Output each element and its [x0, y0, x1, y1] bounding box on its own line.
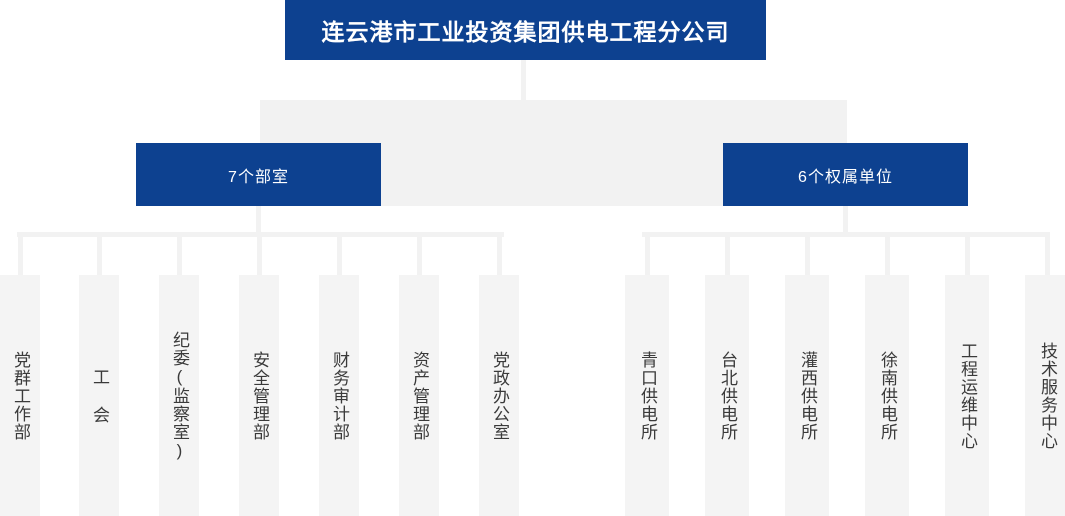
- connector-drop-department-4: [256, 232, 262, 277]
- root-node-label: 连云港市工业投资集团供电工程分公司: [321, 19, 730, 45]
- leaf-node-affiliated-unit-5[interactable]: 工程运维中心: [945, 275, 989, 516]
- departments-connector-stem: [256, 206, 261, 234]
- leaf-node-label: 青口供电所: [638, 350, 658, 441]
- group-node-departments-label: 7个部室: [228, 168, 289, 186]
- leaf-node-label: 资产管理部: [410, 350, 430, 441]
- connector-drop-department-3: [176, 232, 182, 277]
- leaf-node-label: 技术服务中心: [1038, 341, 1058, 450]
- leaf-node-label: 台北供电所: [718, 350, 738, 441]
- leaf-node-label: 灌西供电所: [798, 350, 818, 441]
- root-node-company[interactable]: 连云港市工业投资集团供电工程分公司: [285, 0, 766, 60]
- leaf-node-department-6[interactable]: 资产管理部: [399, 275, 439, 516]
- leaf-node-department-1[interactable]: 党群工作部: [0, 275, 40, 516]
- leaf-node-affiliated-unit-2[interactable]: 台北供电所: [705, 275, 749, 516]
- leaf-node-label: 财务审计部: [330, 350, 350, 441]
- leaf-node-affiliated-unit-4[interactable]: 徐南供电所: [865, 275, 909, 516]
- leaf-node-affiliated-unit-6[interactable]: 技术服务中心: [1025, 275, 1065, 516]
- connector-drop-affiliated-unit-6: [1044, 232, 1050, 277]
- leaf-node-department-3[interactable]: 纪委(监察室): [159, 275, 199, 516]
- leaf-node-department-7[interactable]: 党政办公室: [479, 275, 519, 516]
- connector-drop-affiliated-unit-3: [804, 232, 810, 277]
- leaf-node-label: 党政办公室: [490, 350, 510, 441]
- leaf-node-label: 工 会: [90, 367, 110, 424]
- connector-drop-affiliated-unit-5: [964, 232, 970, 277]
- group-node-departments[interactable]: 7个部室: [136, 143, 381, 206]
- connector-drop-department-2: [96, 232, 102, 277]
- connector-drop-department-5: [336, 232, 342, 277]
- connector-drop-department-6: [416, 232, 422, 277]
- leaf-node-department-5[interactable]: 财务审计部: [319, 275, 359, 516]
- leaf-node-label: 纪委(监察室): [170, 330, 190, 461]
- leaf-node-label: 工程运维中心: [958, 341, 978, 450]
- connector-drop-affiliated-unit-4: [884, 232, 890, 277]
- leaf-node-department-2[interactable]: 工 会: [79, 275, 119, 516]
- leaf-node-label: 党群工作部: [11, 350, 31, 441]
- leaf-node-affiliated-unit-1[interactable]: 青口供电所: [625, 275, 669, 516]
- leaf-node-department-4[interactable]: 安全管理部: [239, 275, 279, 516]
- group-node-affiliated-units[interactable]: 6个权属单位: [723, 143, 968, 206]
- leaf-node-label: 安全管理部: [250, 350, 270, 441]
- connector-drop-department-7: [496, 232, 502, 277]
- affiliated-units-connector-stem: [843, 206, 848, 234]
- group-node-affiliated-units-label: 6个权属单位: [798, 168, 893, 186]
- connector-drop-department-1: [17, 232, 23, 277]
- connector-drop-affiliated-unit-2: [724, 232, 730, 277]
- leaf-node-affiliated-unit-3[interactable]: 灌西供电所: [785, 275, 829, 516]
- affiliated-units-connector-bus: [642, 232, 1048, 237]
- leaf-node-label: 徐南供电所: [878, 350, 898, 441]
- root-connector-stem: [521, 60, 526, 101]
- connector-drop-affiliated-unit-1: [644, 232, 650, 277]
